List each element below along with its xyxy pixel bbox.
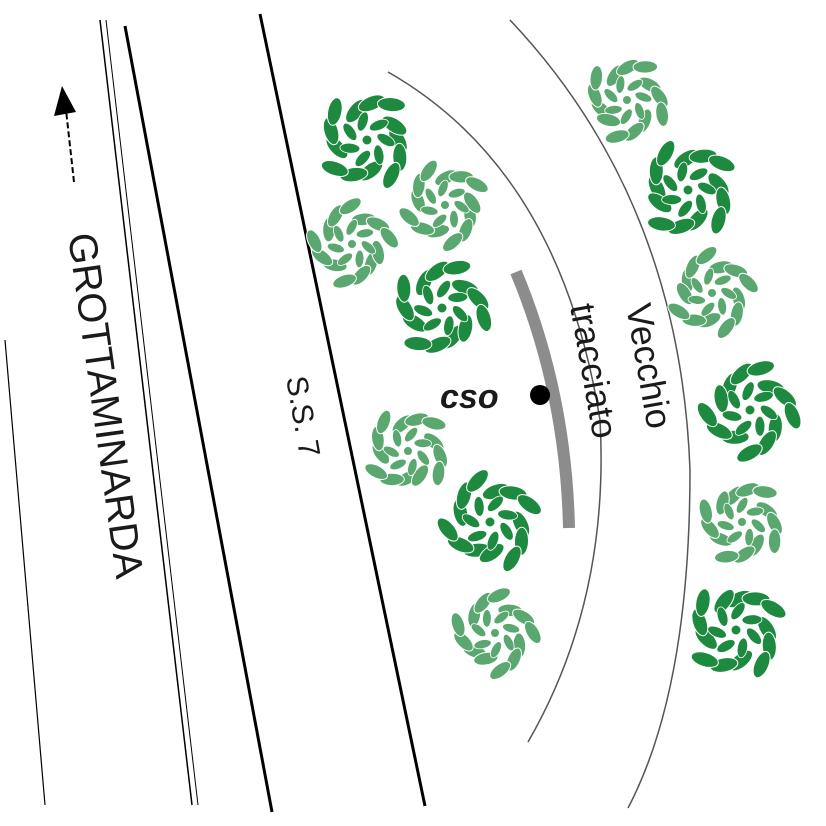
road-edge-ss7: [258, 13, 427, 807]
tree-icon: [586, 58, 669, 144]
road-left-label: GROTTAMINARDA: [59, 230, 151, 581]
tree-icon: [364, 409, 449, 487]
station-dot-icon: [530, 385, 550, 405]
road-edge-left-b: [105, 19, 199, 806]
curve-outer: [509, 19, 691, 809]
old-route-label-line2: tracciato: [562, 300, 626, 441]
tree-icon: [696, 360, 802, 463]
tree-icon: [647, 139, 736, 236]
tree-icon: [320, 94, 408, 189]
tree-icon: [436, 469, 542, 573]
tree-icon: [690, 588, 787, 679]
road-edge-far-left: [4, 339, 46, 806]
tree-icon: [306, 197, 399, 289]
road-main-label: S.S. 7: [279, 373, 326, 459]
tree-icon: [450, 587, 542, 681]
curves: [387, 19, 691, 809]
tree-icon: [398, 159, 489, 253]
tree-icon: [667, 246, 759, 339]
road-lines: [4, 13, 427, 813]
station-label: cso: [440, 378, 499, 416]
curve-inner: [387, 71, 602, 743]
tree-icon: [698, 482, 783, 564]
arrow-up-icon: [54, 86, 76, 183]
trees: [306, 58, 802, 681]
road-edge-left-a: [99, 19, 193, 806]
road-edge-center: [123, 25, 274, 813]
old-track: [510, 269, 575, 529]
tree-icon: [395, 259, 493, 354]
